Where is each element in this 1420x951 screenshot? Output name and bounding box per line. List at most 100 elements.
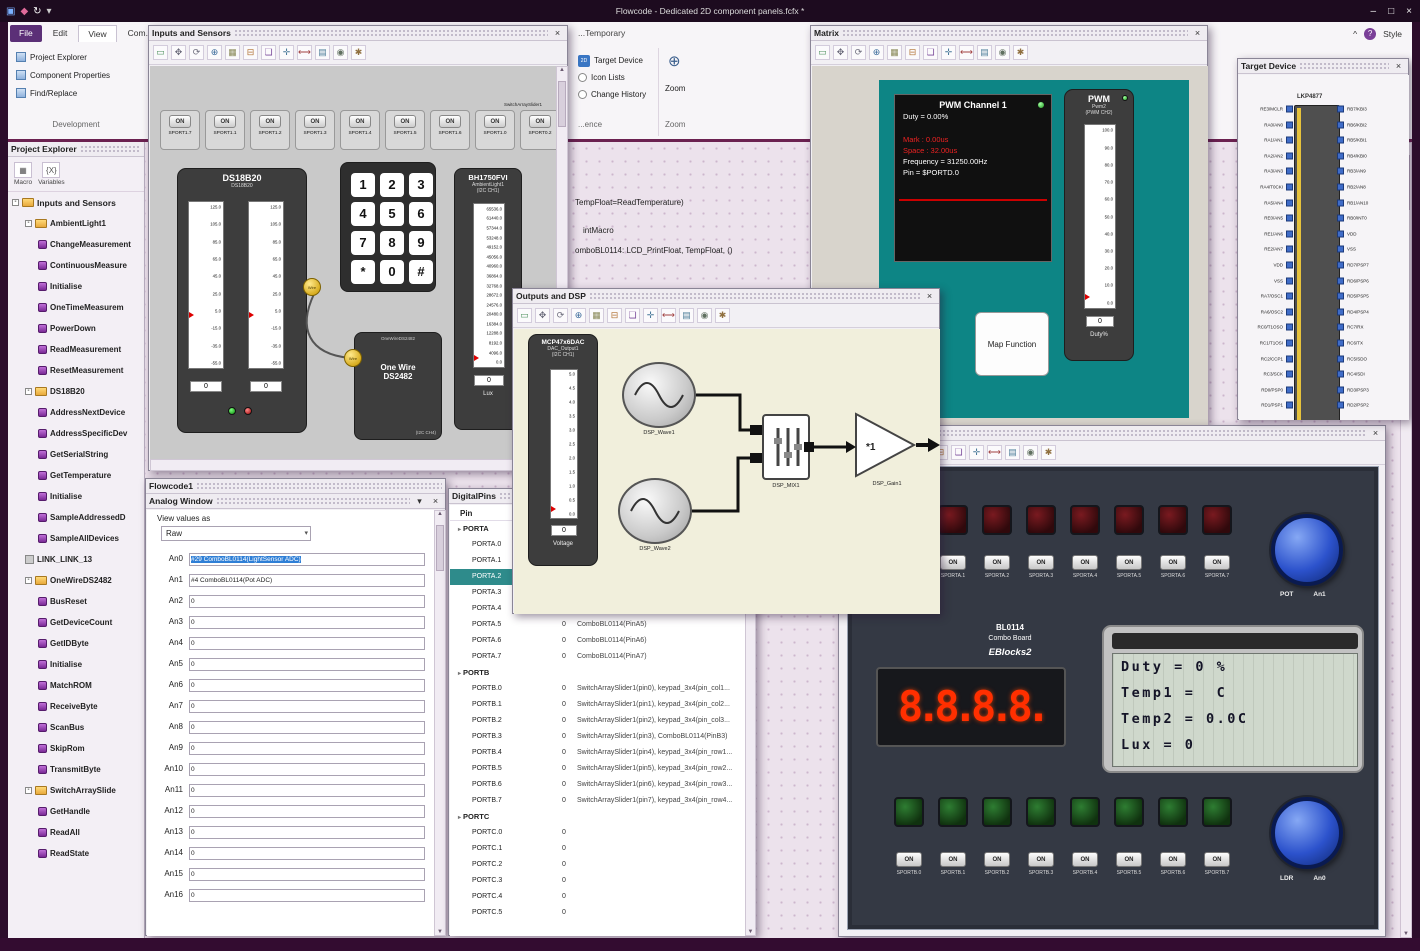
titlebar-texture[interactable] xyxy=(79,145,141,153)
grid-icon[interactable]: ▦ xyxy=(589,308,604,323)
titlebar-texture[interactable] xyxy=(1299,62,1389,70)
analog-value-input[interactable]: #29 ComboBL0114(LightSensor ADC) xyxy=(189,553,425,566)
chip-pin[interactable] xyxy=(1337,230,1344,238)
tree-item-getidbyte[interactable]: GetIDByte xyxy=(8,633,144,654)
anchor-icon[interactable]: ✛ xyxy=(279,45,294,60)
chip-pin[interactable] xyxy=(1286,370,1293,378)
select-icon[interactable]: ▭ xyxy=(517,308,532,323)
tree-item-powerdown[interactable]: PowerDown xyxy=(8,318,144,339)
chip-pin[interactable] xyxy=(1337,277,1344,285)
chip-pin[interactable] xyxy=(1337,292,1344,300)
analog-value-input[interactable]: 0 xyxy=(189,889,425,902)
close-icon[interactable]: × xyxy=(926,291,933,301)
chip-pin[interactable] xyxy=(1286,292,1293,300)
pin-row-porta-0[interactable]: PORTA.0 xyxy=(450,537,745,553)
zoom-icon[interactable]: ⊕ xyxy=(869,45,884,60)
map-function-button[interactable]: Map Function xyxy=(975,312,1049,376)
camera-icon[interactable]: ◉ xyxy=(995,45,1010,60)
tree-item-samplealldevices[interactable]: SampleAllDevices xyxy=(8,528,144,549)
port-button-sportb-4[interactable]: ON xyxy=(1072,852,1098,867)
align-icon[interactable]: ⊟ xyxy=(607,308,622,323)
tree-item-continuousmeasure[interactable]: ContinuousMeasure xyxy=(8,255,144,276)
port-group-portb[interactable]: ▸PORTB xyxy=(450,665,745,681)
maximize-button[interactable]: □ xyxy=(1388,5,1395,17)
zoom-icon[interactable]: ⊕ xyxy=(571,308,586,323)
tree-item-gethandle[interactable]: GetHandle xyxy=(8,801,144,822)
grid-icon[interactable]: ▦ xyxy=(225,45,240,60)
pin-row-porta-3[interactable]: PORTA.3 xyxy=(450,585,745,601)
chip-pin[interactable] xyxy=(1337,136,1344,144)
keypad-key-2[interactable]: 2 xyxy=(380,173,404,197)
titlebar-texture[interactable] xyxy=(588,292,920,300)
anchor-icon[interactable]: ✛ xyxy=(969,445,984,460)
chip-pin[interactable] xyxy=(1337,245,1344,253)
expand-icon[interactable]: - xyxy=(25,388,32,395)
app-icon[interactable]: ▣ xyxy=(6,5,16,17)
collapse-icon[interactable]: ▾ xyxy=(417,495,422,506)
analog-value-input[interactable]: 0 xyxy=(189,805,425,818)
switch-on-button[interactable]: ON xyxy=(484,115,506,128)
chip-pin[interactable] xyxy=(1286,261,1293,269)
analog-value-input[interactable]: 0 xyxy=(189,616,425,629)
chip-pin[interactable] xyxy=(1337,339,1344,347)
select-icon[interactable]: ▭ xyxy=(815,45,830,60)
chip-pin[interactable] xyxy=(1337,323,1344,331)
tree-item-resetmeasurement[interactable]: ResetMeasurement xyxy=(8,360,144,381)
analog-value-input[interactable]: 0 xyxy=(189,658,425,671)
expand-icon[interactable]: ▸ xyxy=(458,815,462,821)
chip-pin[interactable] xyxy=(1286,214,1293,222)
chip-pin[interactable] xyxy=(1337,261,1344,269)
chip-pin[interactable] xyxy=(1286,183,1293,191)
port-button-sporta-5[interactable]: ON xyxy=(1116,555,1142,570)
window-horizontal-scrollbar[interactable] xyxy=(150,459,556,471)
rotate-icon[interactable]: ⟳ xyxy=(553,308,568,323)
select-icon[interactable]: ▭ xyxy=(153,45,168,60)
expand-icon[interactable]: ▸ xyxy=(458,527,462,533)
tree-item-matchrom[interactable]: MatchROM xyxy=(8,675,144,696)
port-button-sportb-7[interactable]: ON xyxy=(1204,852,1230,867)
anchor-icon[interactable]: ✛ xyxy=(643,308,658,323)
scale-marker[interactable] xyxy=(249,311,257,318)
chart-icon[interactable]: ▤ xyxy=(1005,445,1020,460)
tree-item-ambientlight1[interactable]: -AmbientLight1 xyxy=(8,213,144,234)
port-group-portc[interactable]: ▸PORTC xyxy=(450,809,745,825)
ldr-knob[interactable] xyxy=(1271,797,1343,869)
tree-item-inputs-and-sensors[interactable]: -Inputs and Sensors xyxy=(8,192,144,213)
align-icon[interactable]: ⊟ xyxy=(905,45,920,60)
tree-item-initialise[interactable]: Initialise xyxy=(8,486,144,507)
keypad-key-1[interactable]: 1 xyxy=(351,173,375,197)
chip-pin[interactable] xyxy=(1286,167,1293,175)
chip-pin[interactable] xyxy=(1286,355,1293,363)
chart-icon[interactable]: ▤ xyxy=(315,45,330,60)
settings-icon[interactable]: ✱ xyxy=(351,45,366,60)
expand-icon[interactable]: - xyxy=(12,199,19,206)
analog-value-input[interactable]: 0 xyxy=(189,868,425,881)
ruler-icon[interactable]: ⟷ xyxy=(661,308,676,323)
settings-icon[interactable]: ✱ xyxy=(1041,445,1056,460)
dsp-wave2-component[interactable] xyxy=(618,478,692,544)
save-icon[interactable]: ◆ xyxy=(20,5,29,17)
undo-icon[interactable]: ↻ xyxy=(33,5,42,17)
ruler-icon[interactable]: ⟷ xyxy=(297,45,312,60)
ruler-icon[interactable]: ⟷ xyxy=(959,45,974,60)
keypad-key-4[interactable]: 4 xyxy=(351,202,375,226)
tree-item-initialise[interactable]: Initialise xyxy=(8,276,144,297)
expand-icon[interactable]: ▸ xyxy=(458,671,462,677)
view-option-icon-lists[interactable]: Icon Lists xyxy=(578,69,646,86)
scale-marker[interactable] xyxy=(189,311,197,318)
keypad-key-#[interactable]: # xyxy=(409,260,433,284)
keypad-key-7[interactable]: 7 xyxy=(351,231,375,255)
